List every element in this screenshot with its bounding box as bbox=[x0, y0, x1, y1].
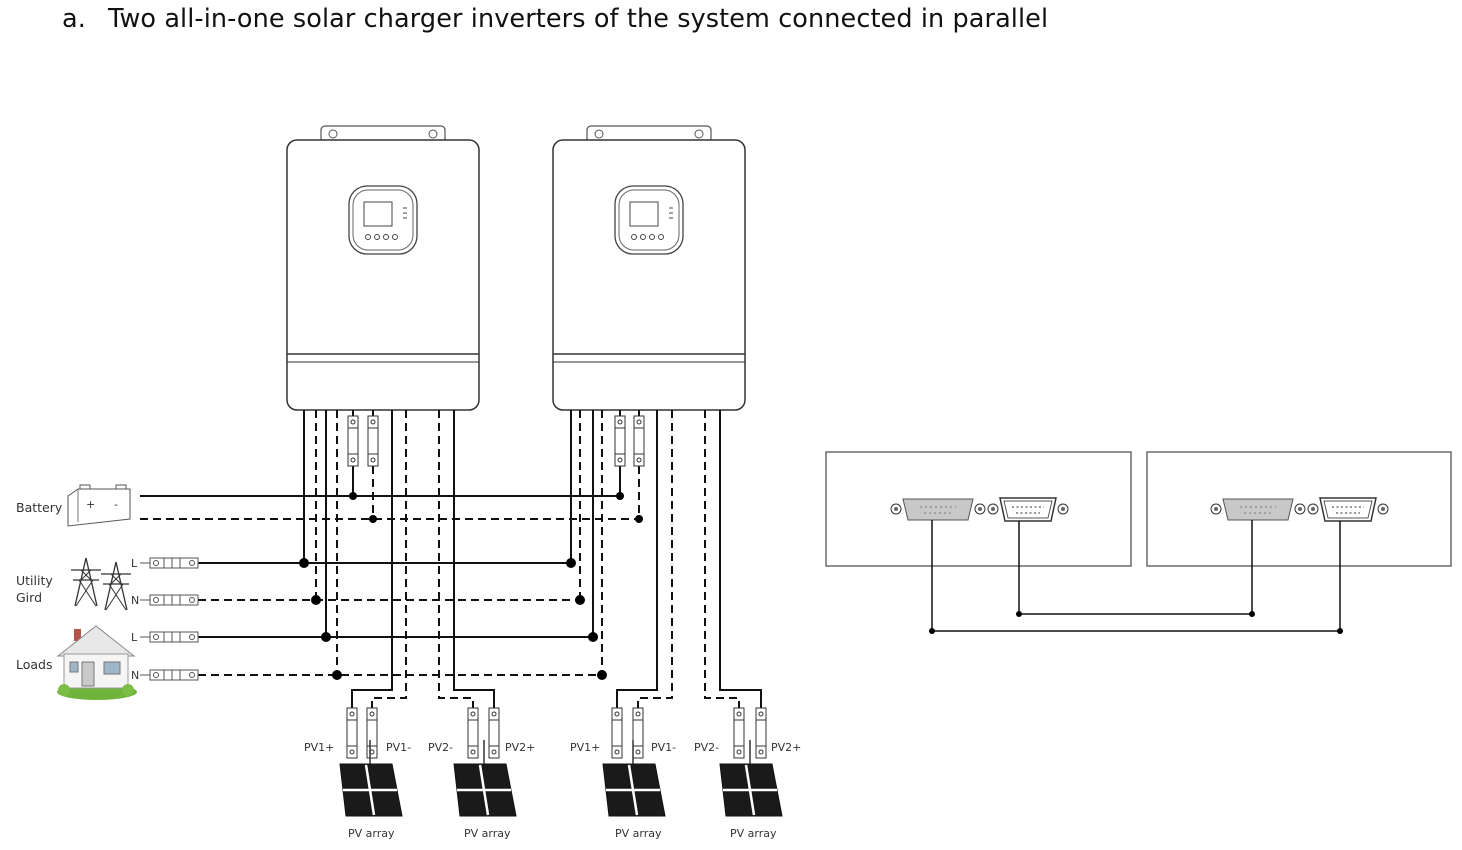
utility-label: Utility bbox=[16, 573, 53, 588]
battery-breaker bbox=[633, 415, 645, 467]
pv-breaker bbox=[467, 707, 479, 759]
pv-breaker bbox=[488, 707, 500, 759]
pv2-plus-label: PV2+ bbox=[771, 741, 801, 754]
grid-l-label: L bbox=[131, 557, 138, 570]
inverter-2 bbox=[552, 125, 746, 411]
battery-icon: + - bbox=[67, 484, 131, 527]
power-tower-icon bbox=[100, 561, 132, 611]
battery-breaker bbox=[347, 415, 359, 467]
house-icon bbox=[56, 625, 137, 700]
inverter-1 bbox=[286, 125, 480, 411]
grid-n-label: N bbox=[131, 594, 139, 607]
pv-array-label: PV array bbox=[348, 827, 395, 840]
battery-breaker bbox=[614, 415, 626, 467]
junction-dots bbox=[299, 492, 643, 680]
pv-breaker bbox=[366, 707, 378, 759]
pv1-plus-label: PV1+ bbox=[304, 741, 334, 754]
grid-l-terminal bbox=[149, 557, 199, 569]
parallel-comm-diagram bbox=[825, 451, 1452, 634]
pv1-minus-label: PV1- bbox=[386, 741, 411, 754]
pv2-minus-label: PV2- bbox=[428, 741, 453, 754]
pv-array-label: PV array bbox=[730, 827, 777, 840]
heading-text: Two all-in-one solar charger inverters o… bbox=[108, 4, 1049, 34]
ac-terminals bbox=[140, 557, 199, 681]
bus-lines bbox=[140, 495, 639, 676]
pv1-plus-label: PV1+ bbox=[570, 741, 600, 754]
pv-breaker bbox=[346, 707, 358, 759]
inverter-2-wires bbox=[570, 410, 762, 708]
inverter-1-wires bbox=[303, 410, 495, 708]
pv-breaker bbox=[733, 707, 745, 759]
heading-marker: a. bbox=[62, 4, 86, 34]
pv2-minus-label: PV2- bbox=[694, 741, 719, 754]
load-n-terminal bbox=[149, 669, 199, 681]
diagram-heading: a. Two all-in-one solar charger inverters… bbox=[62, 4, 1048, 34]
load-n-label: N bbox=[131, 669, 139, 682]
battery-breaker bbox=[367, 415, 379, 467]
loads-label: Loads bbox=[16, 657, 53, 672]
pv-breaker bbox=[611, 707, 623, 759]
pv-breaker bbox=[632, 707, 644, 759]
pv1-minus-label: PV1- bbox=[651, 741, 676, 754]
power-tower-icon bbox=[70, 557, 102, 607]
svg-text:-: - bbox=[114, 498, 118, 511]
pv-array-label: PV array bbox=[615, 827, 662, 840]
pv-breaker bbox=[755, 707, 767, 759]
battery-label: Battery bbox=[16, 500, 63, 515]
svg-text:+: + bbox=[86, 498, 95, 511]
load-l-label: L bbox=[131, 631, 138, 644]
pv2-plus-label: PV2+ bbox=[505, 741, 535, 754]
pv-array-label: PV array bbox=[464, 827, 511, 840]
grid-n-terminal bbox=[149, 594, 199, 606]
load-l-terminal bbox=[149, 631, 199, 643]
grid-label: Gird bbox=[16, 590, 42, 605]
